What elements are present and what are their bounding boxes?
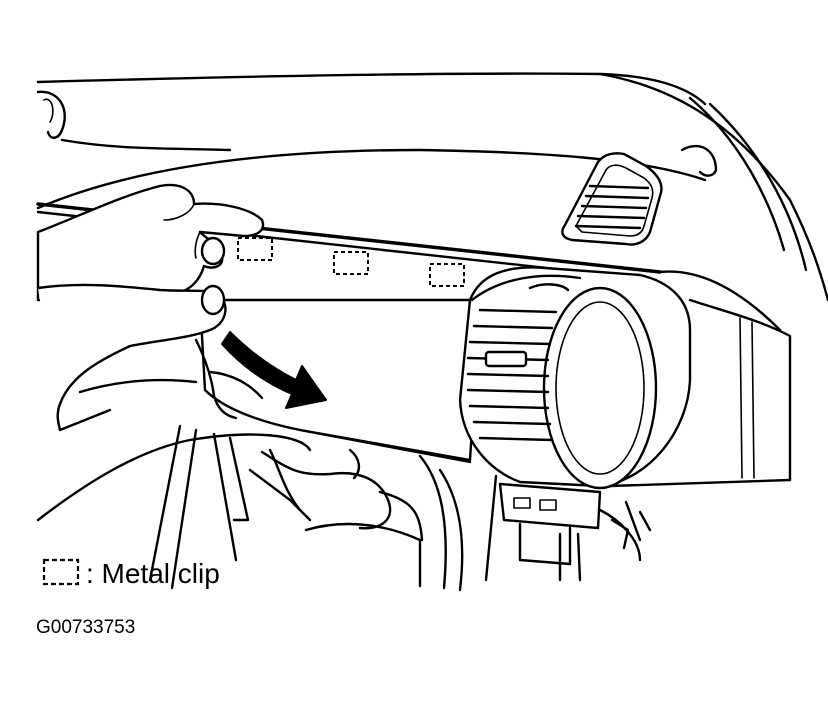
legend: : Metal clip <box>42 558 220 589</box>
removal-arrow <box>221 331 327 409</box>
figure-id: G00733753 <box>36 617 135 638</box>
under-dash <box>148 424 652 592</box>
center-vent <box>458 266 792 490</box>
metal-clip-2 <box>237 237 273 261</box>
hands <box>36 183 312 522</box>
metal-clip-legend-icon <box>42 558 80 586</box>
legend-label: : Metal clip <box>86 558 220 589</box>
metal-clip-3 <box>333 251 369 275</box>
metal-clip-4 <box>429 263 465 287</box>
side-vent <box>561 152 663 246</box>
